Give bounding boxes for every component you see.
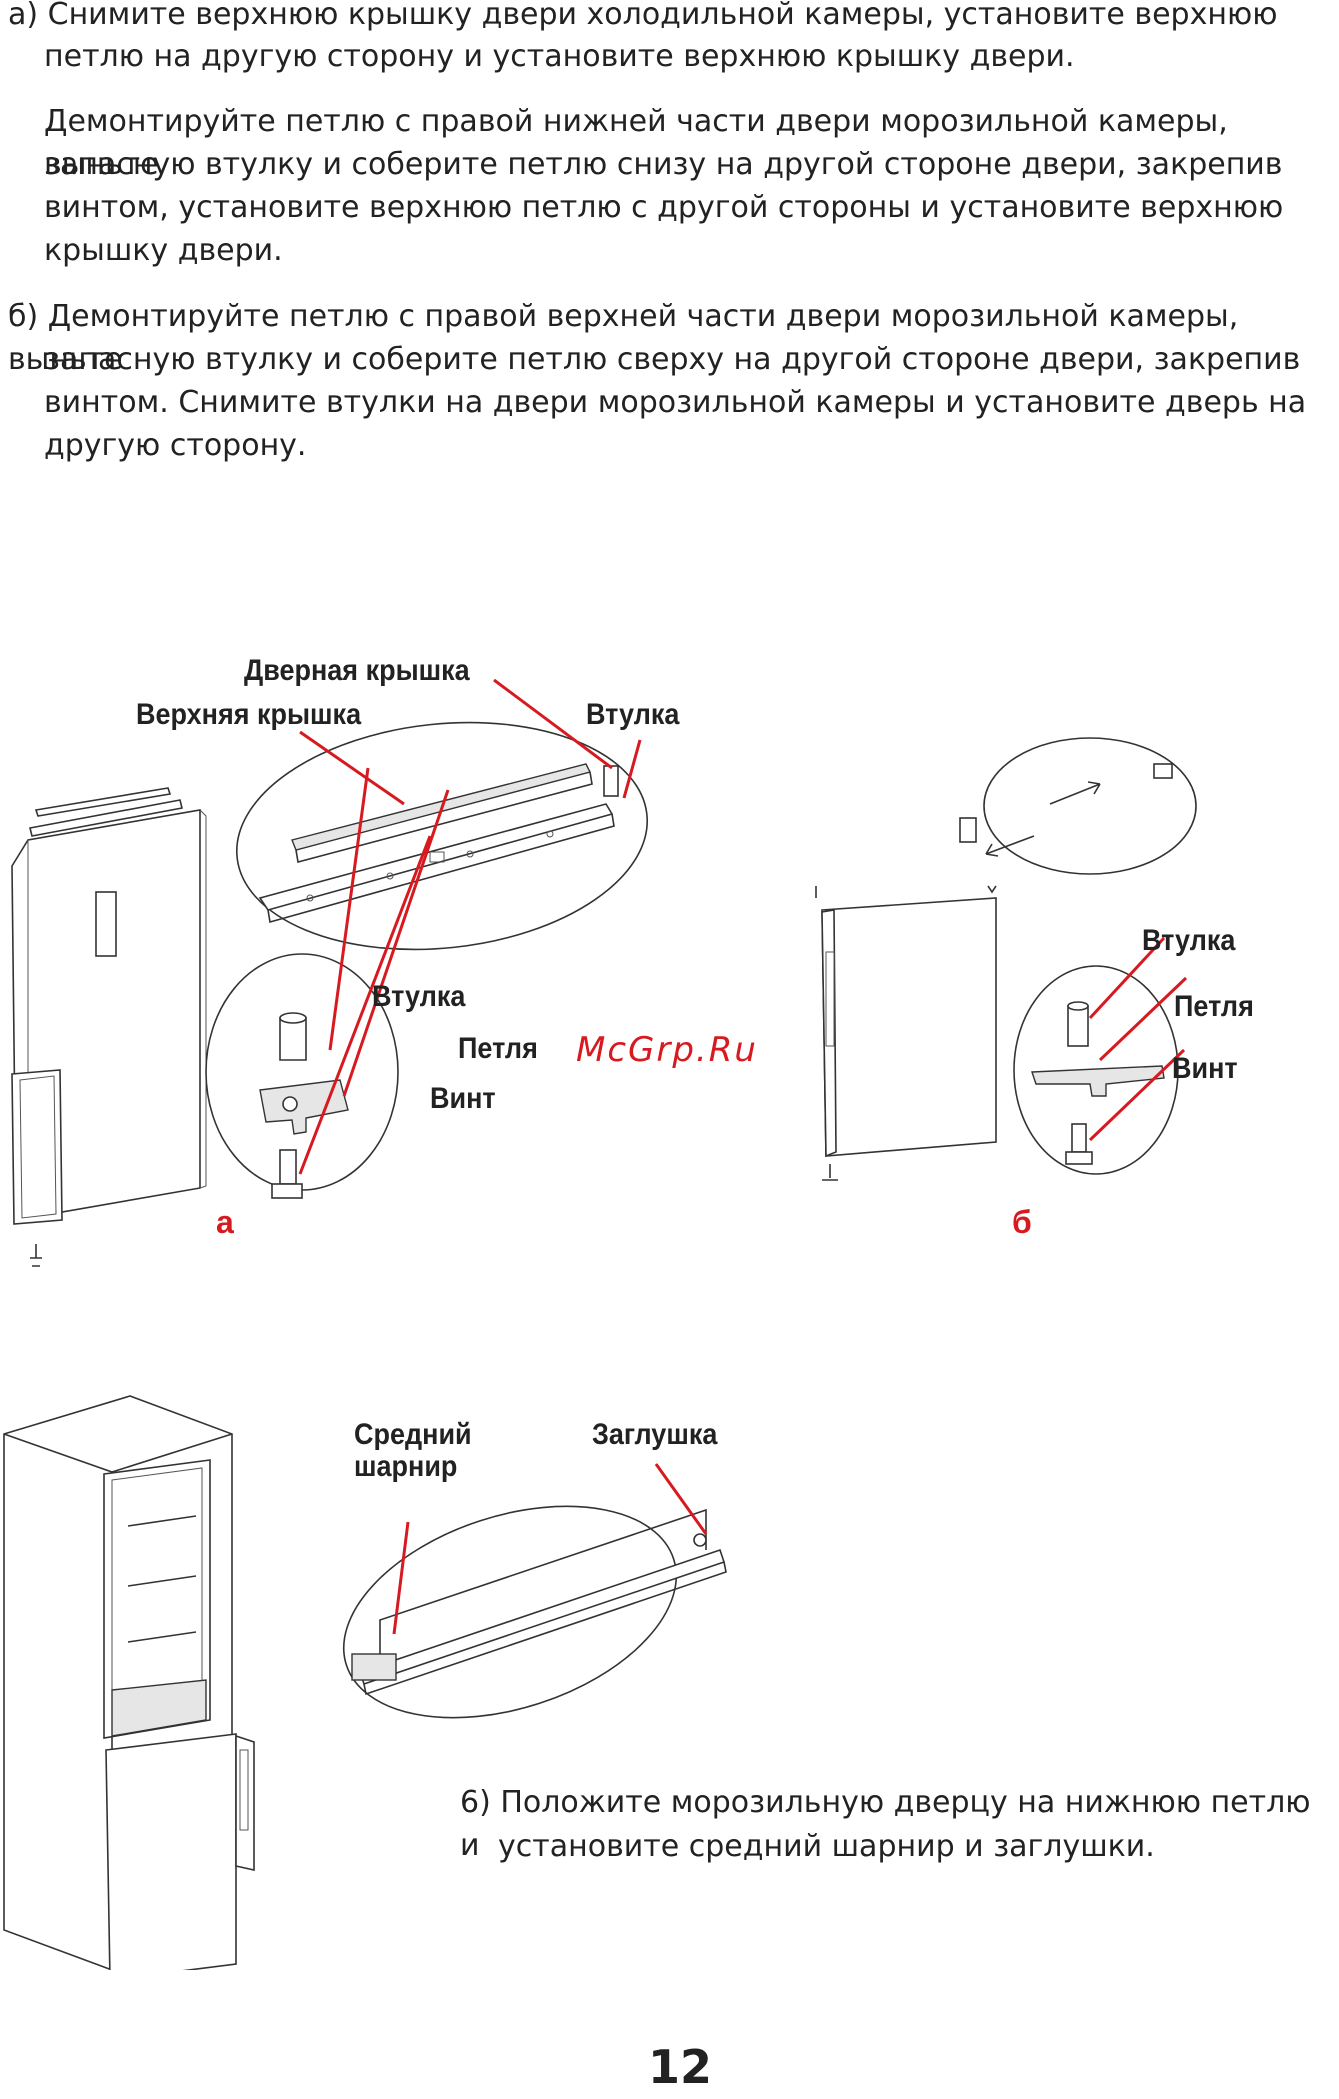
figure-a-illustration (11, 678, 649, 1267)
figure-b-illustration (815, 737, 1197, 1181)
label-middle-hinge-line-2: шарнир (354, 1450, 458, 1483)
step-b-line-3: винтом. Снимите втулки на двери морозиль… (44, 385, 1307, 420)
label-bushing-a: Втулка (372, 980, 466, 1013)
step-a2-line-4: крышку двери. (44, 233, 283, 268)
step-six-line-1: 6) Положите морозильную дверцу на нижнюю… (460, 1785, 1311, 1863)
step-a2-line-2: запасную втулку и соберите петлю снизу н… (44, 147, 1283, 182)
step-six-line-2: установите средний шарнир и заглушки. (498, 1829, 1155, 1864)
step-a2-line-1: Демонтируйте петлю с правой нижней части… (44, 104, 1228, 182)
step-a-line-1: а) Снимите верхнюю крышку двери холодиль… (8, 0, 1278, 32)
figure-marker-b: б (1012, 1204, 1032, 1240)
step-b-line-4: другую сторону. (44, 428, 307, 463)
label-hinge-b: Петля (1174, 990, 1254, 1023)
label-bushing-top: Втулка (586, 698, 680, 731)
label-middle-hinge-line-1: Средний (354, 1418, 472, 1451)
page-number: 12 (648, 2040, 713, 2094)
step-b-line-2: запасную втулку и соберите петлю сверху … (44, 342, 1301, 377)
step-b-line-1: б) Демонтируйте петлю с правой верхней ч… (8, 299, 1239, 377)
step-a-line-2: петлю на другую сторону и установите вер… (44, 39, 1075, 74)
figure-six-illustration (3, 1395, 727, 1970)
label-door-cover: Дверная крышка (244, 654, 470, 687)
figure-marker-a: а (216, 1204, 234, 1240)
label-screw-b: Винт (1172, 1052, 1238, 1085)
label-bushing-b: Втулка (1142, 924, 1236, 957)
label-top-cover: Верхняя крышка (136, 698, 362, 731)
step-a2-line-3: винтом, установите верхнюю петлю с друго… (44, 190, 1284, 225)
label-hinge-a: Петля (458, 1032, 538, 1065)
label-plug: Заглушка (592, 1418, 718, 1451)
watermark: McGrp.Ru (576, 1030, 758, 1070)
label-screw-a: Винт (430, 1082, 496, 1115)
